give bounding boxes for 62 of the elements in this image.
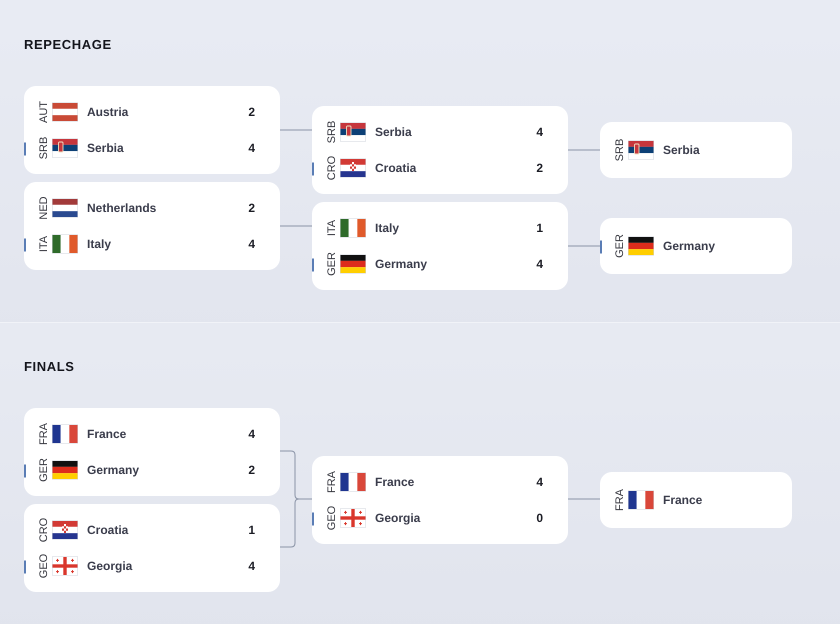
connector-line [568, 498, 600, 500]
country-code: FRA [38, 423, 50, 445]
country-code: SRB [614, 138, 626, 162]
score: 2 [248, 105, 255, 119]
match-card [24, 504, 280, 592]
team-name: Serbia [87, 141, 124, 155]
match-card [312, 202, 568, 290]
score: 1 [248, 523, 255, 537]
match-card [312, 456, 568, 544]
team-name: France [87, 427, 126, 441]
team-name: Italy [87, 237, 112, 251]
team-name: Croatia [87, 523, 128, 537]
result-card [600, 218, 792, 274]
team-name: Italy [375, 221, 400, 235]
country-code: GER [614, 234, 626, 258]
team-name: France [375, 475, 414, 489]
score: 2 [248, 201, 255, 215]
match-card [312, 106, 568, 194]
result-card [600, 122, 792, 178]
match-card [24, 182, 280, 270]
score: 4 [248, 559, 255, 573]
score: 4 [248, 427, 255, 441]
team-name: Austria [87, 105, 128, 119]
country-code: SRB [326, 120, 338, 144]
score: 0 [536, 511, 543, 525]
country-code: ITA [326, 220, 338, 236]
team-name: France [663, 493, 702, 507]
country-code: FRA [326, 471, 338, 493]
country-code: SRB [38, 136, 50, 160]
country-code: ITA [38, 236, 50, 252]
country-code: CRO [326, 156, 338, 180]
connector-line [280, 498, 312, 548]
match-card [24, 408, 280, 496]
score: 4 [536, 125, 543, 139]
country-code: GEO [38, 554, 50, 578]
score: 1 [536, 221, 543, 235]
team-name: Georgia [87, 559, 132, 573]
country-code: GER [38, 458, 50, 482]
score: 4 [248, 141, 255, 155]
score: 2 [536, 161, 543, 175]
section-heading: REPECHAGE [24, 37, 112, 53]
team-name: Germany [87, 463, 140, 477]
country-code: AUT [38, 101, 50, 123]
team-name: Georgia [375, 511, 420, 525]
result-card [600, 472, 792, 528]
team-name: Serbia [663, 143, 700, 157]
team-name: Croatia [375, 161, 416, 175]
country-code: CRO [38, 518, 50, 542]
team-name: Germany [375, 257, 428, 271]
country-code: GEO [326, 506, 338, 530]
team-name: Netherlands [87, 201, 156, 215]
country-code: FRA [614, 489, 626, 511]
score: 2 [248, 463, 255, 477]
section-heading: FINALS [24, 359, 75, 375]
country-code: NED [38, 196, 50, 220]
score: 4 [248, 237, 255, 251]
country-code: GER [326, 252, 338, 276]
score: 4 [536, 475, 543, 489]
team-name: Serbia [375, 125, 412, 139]
team-name: Germany [663, 239, 716, 253]
match-card [24, 86, 280, 174]
score: 4 [536, 257, 543, 271]
